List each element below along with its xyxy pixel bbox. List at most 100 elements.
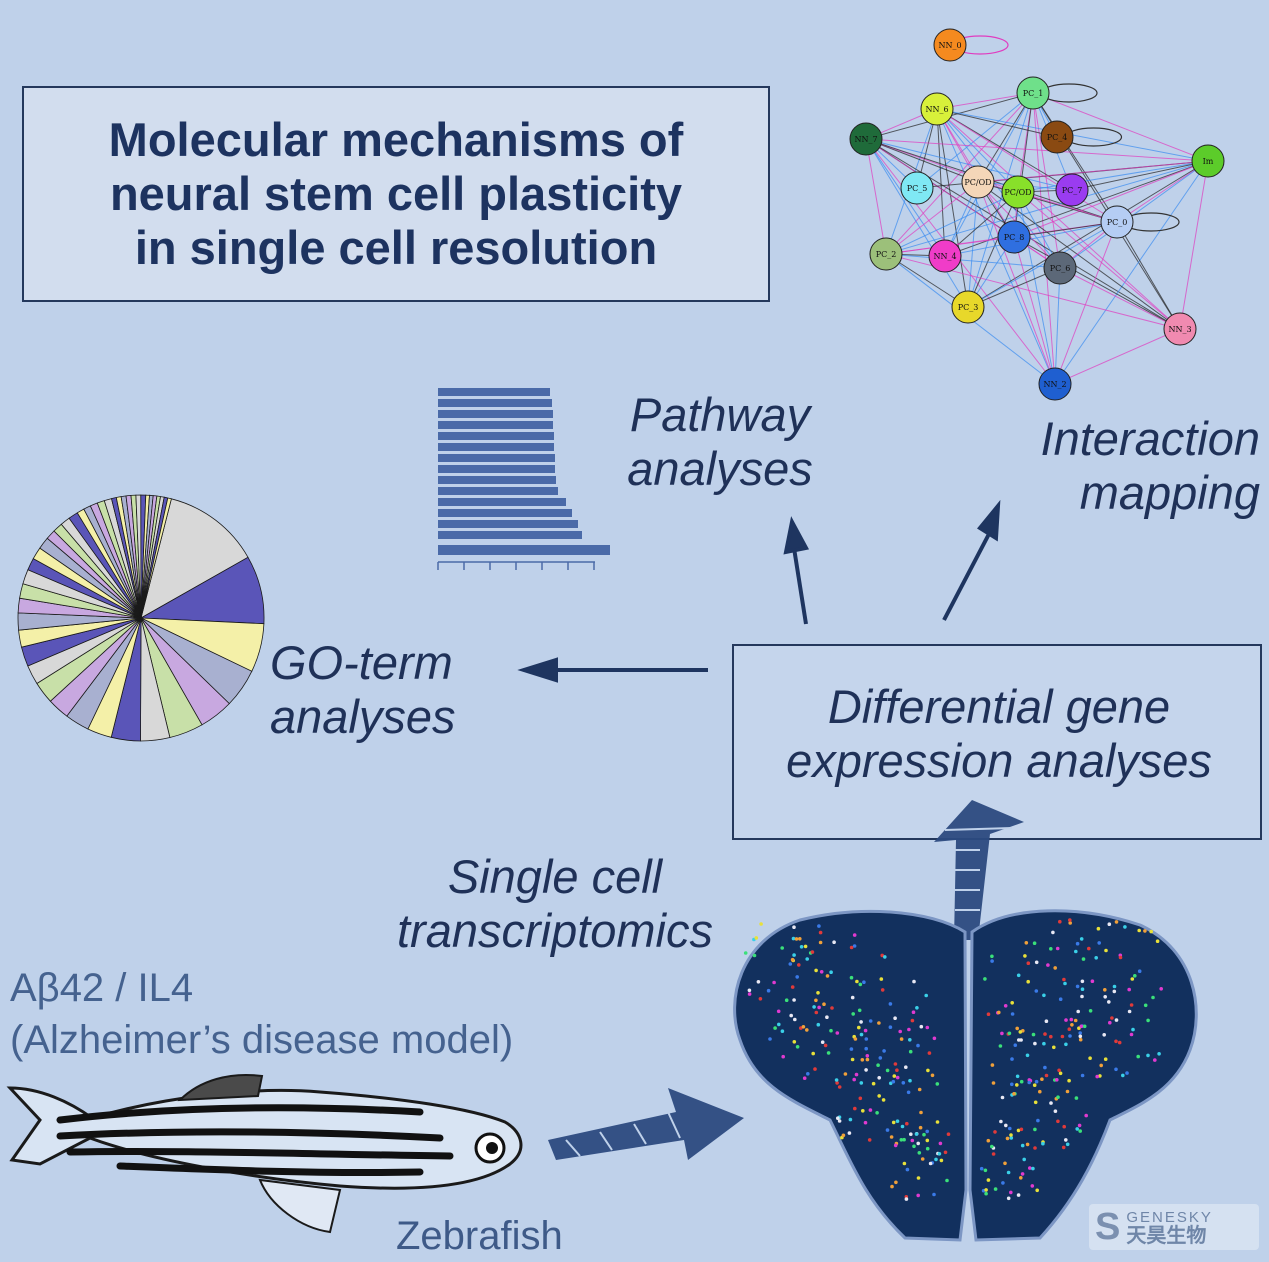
brain-cell-dot — [935, 1082, 940, 1086]
network-edge — [967, 181, 979, 308]
model-label: Aβ42 / IL4 (Alzheimer’s disease model) — [10, 962, 513, 1066]
brain-cell-dot — [1096, 926, 1101, 931]
deg-label-line-2: expression analyses — [786, 734, 1212, 787]
brain-cell-dot — [928, 1161, 933, 1166]
brain-cell-dot — [825, 974, 830, 978]
brain-cell-dot — [912, 1144, 916, 1149]
brain-cell-dot — [863, 1028, 868, 1033]
network-node — [928, 239, 962, 273]
brain-cell-dot — [907, 1027, 911, 1032]
brain-cell-dot — [1090, 979, 1095, 983]
brain-cell-dot — [1075, 1127, 1079, 1131]
deg-label-line-1: Differential gene — [827, 680, 1171, 733]
brain-cell-dot — [859, 1032, 864, 1037]
brain-cell-dot — [849, 1047, 854, 1051]
brain-cell-dot — [825, 1015, 829, 1019]
brain-cell-dot — [1131, 1027, 1135, 1032]
network-edge — [1054, 221, 1118, 385]
brain-cell-dot — [1067, 1078, 1071, 1083]
brain-cell-dot — [759, 922, 763, 926]
brain-cell-dot — [1043, 1032, 1047, 1036]
brain-cell-dot — [855, 979, 859, 984]
brain-cell-dot — [857, 1025, 861, 1030]
brain-cell-dot — [877, 1021, 881, 1025]
brain-cell-dot — [900, 1124, 905, 1129]
title-line-1: Molecular mechanisms of — [108, 113, 684, 166]
brain-cell-dot — [1107, 922, 1112, 926]
brain-cell-dot — [1018, 1030, 1023, 1034]
genesky-logo-icon: S — [1095, 1205, 1121, 1248]
title-line-3: in single cell resolution — [134, 221, 658, 274]
title-box: Molecular mechanisms of neural stem cell… — [22, 86, 770, 302]
brain-cell-dot — [882, 1049, 886, 1053]
brain-cell-dot — [837, 1085, 842, 1089]
network-node-label: PC_2 — [876, 250, 897, 259]
network-edge — [885, 160, 1209, 255]
brain-cell-dot — [1133, 974, 1137, 978]
brain-cell-dot — [1052, 1045, 1056, 1050]
brain-cell-dot — [814, 968, 818, 973]
brain-cell-dot — [1040, 1077, 1044, 1081]
brain-cell-dot — [814, 998, 818, 1003]
brain-cell-dot — [852, 944, 857, 948]
brain-cell-dot — [1027, 1080, 1031, 1085]
brain-cell-dot — [1155, 939, 1160, 943]
brain-cell-dot — [1027, 1078, 1032, 1082]
brain-cell-dot — [893, 1016, 897, 1020]
brain-cell-dot — [1056, 1095, 1060, 1099]
brain-cell-dot — [1075, 984, 1080, 989]
network-node — [933, 28, 967, 62]
brain-cell-dot — [877, 1094, 881, 1098]
brain-cell-dot — [777, 1022, 781, 1027]
network-node — [1038, 367, 1072, 401]
brain-cell-dot — [1053, 1109, 1058, 1113]
brain-cell-dot — [920, 1157, 925, 1161]
brain-cell-dot — [1114, 1039, 1118, 1044]
brain-cell-dot — [934, 1157, 938, 1162]
brain-cell-dot — [1078, 1034, 1083, 1039]
brain-cell-dot — [790, 957, 795, 962]
hatched-arrow-right — [548, 1088, 744, 1160]
brain-cell-dot — [1003, 1004, 1008, 1008]
brain-cell-dot — [1026, 979, 1030, 984]
brain-cell-dot — [848, 1117, 853, 1122]
brain-cell-dot — [1042, 993, 1046, 998]
network-edge — [916, 92, 1034, 189]
brain-cell-dot — [816, 1022, 821, 1027]
brain-cell-dot — [911, 1010, 916, 1014]
brain-cell-dot — [1006, 1196, 1011, 1201]
brain-cell-dot — [932, 1192, 936, 1197]
brain-cell-dot — [984, 1188, 988, 1192]
brain-cell-dot — [1042, 1041, 1046, 1046]
zebrafish-drawing — [6, 1074, 523, 1234]
brain-cell-dot — [1103, 995, 1107, 999]
network-edge — [1013, 221, 1118, 238]
brain-cell-dot — [1081, 957, 1086, 961]
brain-cell-dot — [1102, 1033, 1106, 1037]
brain-cell-dot — [792, 998, 796, 1002]
network-edge — [885, 253, 1061, 269]
pie-slice — [140, 498, 249, 619]
network-edge — [1054, 267, 1061, 385]
brain-cell-dot — [1034, 1079, 1039, 1084]
brain-cell-dot — [1053, 966, 1057, 970]
brain-cell-dot — [861, 1109, 865, 1113]
network-node-label: PC_3 — [958, 303, 979, 312]
brain-cell-dot — [1079, 1024, 1084, 1029]
network-node-label: Im — [1203, 157, 1214, 166]
brain-cell-dot — [1080, 994, 1084, 999]
brain-cell-dot — [898, 1029, 902, 1034]
brain-cell-dot — [798, 937, 802, 941]
brain-cell-dot — [780, 1029, 785, 1033]
pathway-label: Pathway analyses — [600, 388, 840, 496]
brain-cell-dot — [895, 1119, 900, 1123]
brain-cell-dot — [819, 970, 824, 974]
brain-cell-dot — [837, 1119, 842, 1123]
brain-cell-dot — [867, 1138, 872, 1142]
brain-cell-dot — [927, 1051, 932, 1055]
brain-cell-dot — [766, 988, 771, 993]
network-node — [1055, 173, 1089, 207]
network-edge — [1032, 92, 1209, 162]
brain-cell-dot — [784, 998, 789, 1002]
network-node — [997, 220, 1031, 254]
